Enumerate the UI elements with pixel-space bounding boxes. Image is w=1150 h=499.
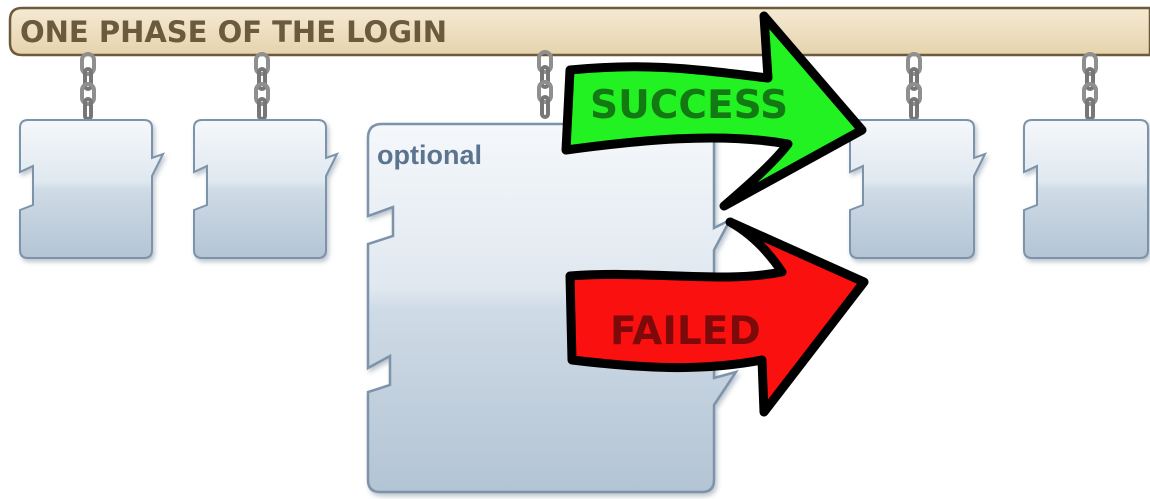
title-bar: ONE PHASE OF THE LOGIN — [8, 6, 1150, 57]
failed-arrow: FAILED — [565, 217, 869, 417]
module-optional: optional — [366, 122, 739, 494]
puzzle-piece-icon — [849, 119, 988, 259]
puzzle-piece-icon — [193, 119, 340, 259]
chain-2 — [254, 52, 270, 121]
failed-label: FAILED — [610, 309, 761, 354]
puzzle-piece-icon — [1023, 119, 1149, 259]
right-arrow-icon — [565, 217, 869, 417]
module-5 — [1023, 119, 1149, 259]
chain-link-icon — [537, 50, 553, 119]
chain-link-icon — [1082, 52, 1098, 121]
chain-5 — [1082, 52, 1098, 121]
module-1 — [19, 119, 166, 259]
success-arrow: SUCCESS — [561, 11, 867, 211]
success-label: SUCCESS — [590, 83, 788, 128]
module-label-optional: optional — [377, 140, 482, 170]
chain-link-icon — [80, 52, 96, 121]
right-arrow-icon — [561, 11, 867, 211]
chain-1 — [80, 52, 96, 121]
chain-3 — [537, 50, 553, 119]
diagram-title: ONE PHASE OF THE LOGIN — [20, 15, 447, 49]
chain-link-icon — [906, 52, 922, 121]
module-2 — [193, 119, 340, 259]
chain-4 — [906, 52, 922, 121]
chain-link-icon — [254, 52, 270, 121]
puzzle-piece-icon — [19, 119, 166, 259]
module-4 — [849, 119, 988, 259]
